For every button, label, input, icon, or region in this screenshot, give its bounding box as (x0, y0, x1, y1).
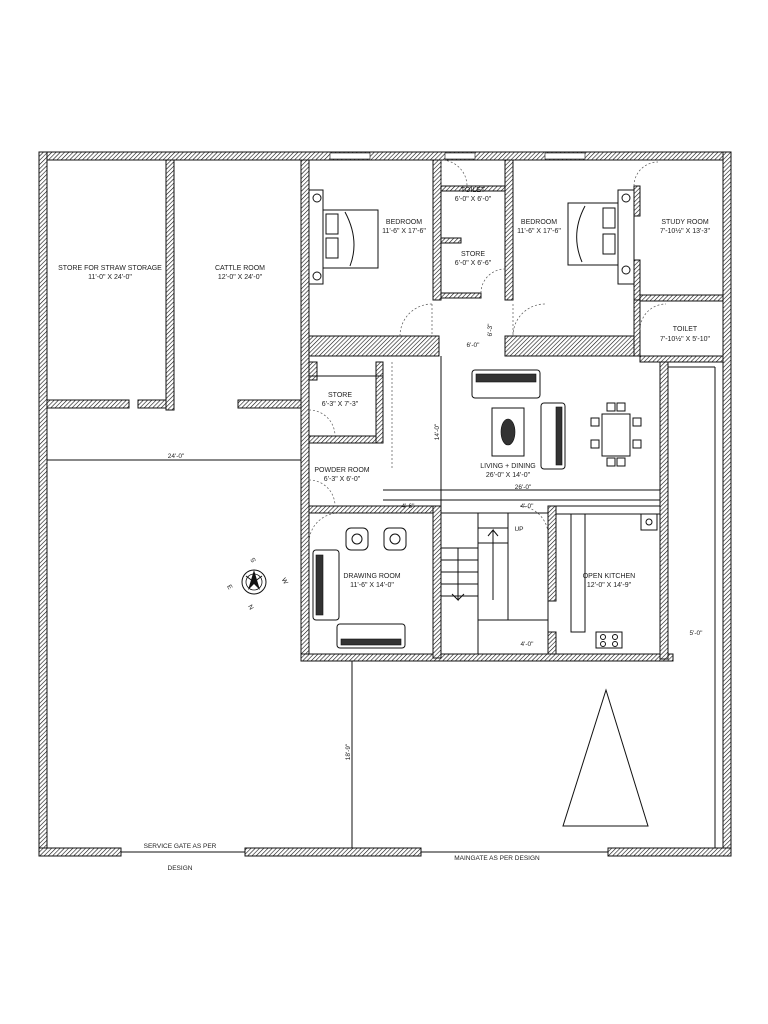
toilet1-size: 6'-0" X 6'-0" (455, 196, 492, 203)
toilet2-size: 7'-10½" X 5'-10" (660, 335, 711, 343)
drawing-furniture (312, 527, 407, 649)
compass-n: N (247, 603, 256, 611)
cattle-room-size: 12'-0" X 24'-0" (218, 274, 263, 281)
inner-lines (309, 356, 723, 848)
main-gate-label: MAINGATE AS PER DESIGN (454, 855, 540, 862)
landscape-feature (562, 688, 649, 827)
cattle-room-name: CATTLE ROOM (215, 265, 265, 272)
bed-1 (308, 189, 379, 285)
passage-depth-dim: 6'-3" (487, 323, 494, 337)
bedroom1-name: BEDROOM (386, 219, 422, 226)
study-size: 7'-10½" X 13'-3" (660, 227, 711, 235)
drawing-name: DRAWING ROOM (343, 573, 400, 580)
service-gate-line2: DESIGN (168, 865, 193, 872)
store2-size: 6'-3" X 7'-3" (322, 401, 359, 408)
store1-name: STORE (461, 251, 485, 258)
living-height-dim: 14'-0" (434, 423, 441, 440)
living-size: 26'-0" X 14'-0" (486, 472, 531, 479)
store1-size: 6'-0" X 6'-6" (455, 260, 492, 267)
straw-store-size: 11'-0" X 24'-0" (88, 274, 132, 281)
stair-bottom-dim: 4'-0" (521, 641, 535, 648)
toilet1-name: TOILET (461, 187, 486, 194)
compass-w: W (280, 577, 290, 587)
side-passage-dim: 5'-0" (690, 630, 704, 637)
stair-top-dim: 4'-0" (521, 503, 535, 510)
bedroom1-size: 11'-6" X 17'-6" (382, 228, 426, 235)
compass-e: E (225, 584, 234, 592)
compass-icon (241, 569, 267, 595)
toilet2-name: TOILET (673, 326, 698, 333)
living-width-dim: 26'-0" (515, 484, 532, 491)
service-gate-line1: SERVICE GATE AS PER (144, 843, 217, 850)
utility-walls (46, 159, 307, 461)
door-swings (308, 159, 667, 543)
living-name: LIVING + DINING (480, 463, 535, 470)
kitchen-fixtures (595, 513, 658, 649)
passage-width-dim: 6'-0" (467, 342, 481, 349)
study-name: STUDY ROOM (661, 219, 708, 226)
powder-size: 6'-3" X 6'-0" (324, 476, 361, 483)
lobby-width-dim: 4'-6" (402, 503, 416, 510)
top-windows (329, 152, 586, 160)
drawing-size: 11'-6" X 14'-0" (350, 582, 394, 589)
store2-name: STORE (328, 392, 352, 399)
compass-s: S (249, 556, 258, 564)
staircase (440, 512, 549, 655)
straw-store-name: STORE FOR STRAW STORAGE (58, 265, 162, 272)
living-furniture (471, 369, 642, 470)
house-walls (300, 159, 724, 662)
kitchen-size: 12'-0" X 14'-9" (587, 582, 632, 589)
stair-label: UP (514, 526, 523, 533)
front-yard-depth-dim: 18'-9" (345, 743, 352, 760)
boundary-walls (38, 151, 732, 857)
kitchen-name: OPEN KITCHEN (583, 573, 636, 580)
bed-2 (567, 189, 635, 285)
yard-width-dim: 24'-0" (168, 453, 185, 460)
powder-name: POWDER ROOM (314, 467, 369, 474)
bedroom2-size: 11'-6" X 17'-6" (517, 228, 561, 235)
bedroom2-name: BEDROOM (521, 219, 557, 226)
